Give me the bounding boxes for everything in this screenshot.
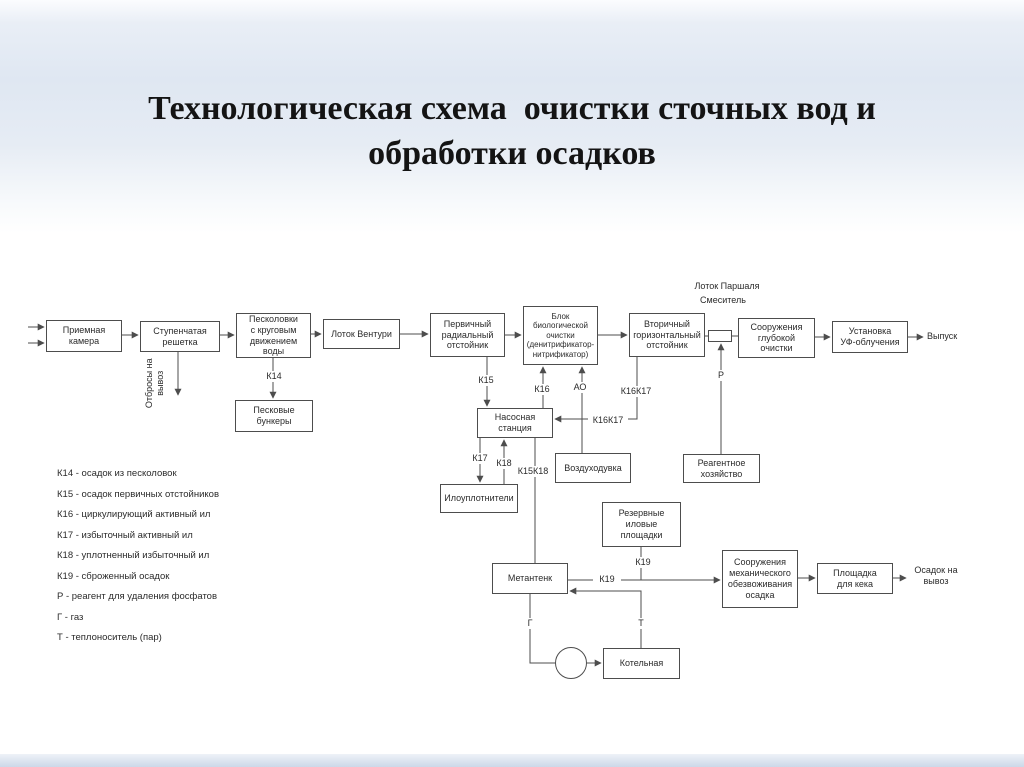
legend-item-k19: К19 - сброженный осадок bbox=[57, 570, 170, 582]
label-parshall-flume: Лоток Паршаля bbox=[694, 281, 760, 291]
page-title: Технологическая схема очистки сточных во… bbox=[0, 86, 1024, 176]
box-reagent-facility: Реагентное хозяйство bbox=[683, 454, 760, 483]
box-primary-settler: Первичный радиальный отстойник bbox=[430, 313, 505, 357]
label-screenings-removal: Отбросы на вывоз bbox=[143, 358, 165, 409]
label-ao: АО bbox=[566, 382, 594, 393]
box-sand-bunkers: Песковые бункеры bbox=[235, 400, 313, 432]
label-outlet: Выпуск bbox=[927, 331, 958, 341]
box-step-screen: Ступенчатая решетка bbox=[140, 321, 220, 352]
legend-item-k15: К15 - осадок первичных отстойников bbox=[57, 488, 220, 500]
label-t: Т bbox=[633, 618, 649, 629]
flow-heat bbox=[569, 587, 642, 648]
flow-k16k17 bbox=[554, 357, 638, 423]
box-biological-treatment: Блок биологической очистки (денитрификат… bbox=[523, 306, 598, 365]
slide-header-band bbox=[0, 0, 1024, 233]
label-k14: К14 bbox=[260, 371, 288, 382]
box-reserve-sludge-beds: Резервные иловые площадки bbox=[602, 502, 681, 547]
label-mixer: Смеситель bbox=[700, 295, 746, 305]
label-k15k18: К15К18 bbox=[511, 466, 555, 477]
label-k16k17-horizontal: К16К17 bbox=[588, 415, 628, 426]
label-g: Г bbox=[522, 618, 538, 629]
label-k19-horizontal: К19 bbox=[593, 574, 621, 585]
label-k18: К18 bbox=[490, 458, 518, 469]
label-p: Р bbox=[711, 370, 731, 381]
box-digester: Метантенк bbox=[492, 563, 568, 594]
box-pump-station: Насосная станция bbox=[477, 408, 553, 438]
box-uv-unit: Установка УФ-облучения bbox=[832, 321, 908, 353]
legend: К14 - осадок из песколовок К15 - осадок … bbox=[57, 468, 219, 653]
page-title-line1: Технологическая схема очистки сточных во… bbox=[148, 90, 876, 127]
box-venturi-flume: Лоток Вентури bbox=[323, 319, 400, 349]
box-boiler-house: Котельная bbox=[603, 648, 680, 679]
box-secondary-settler: Вторичный горизонтальный отстойник bbox=[629, 313, 705, 357]
gas-holder-icon bbox=[555, 647, 587, 679]
label-k19-vertical: К19 bbox=[629, 557, 657, 568]
box-sludge-thickeners: Илоуплотнители bbox=[440, 484, 518, 513]
box-sand-traps: Песколовки с круговым движением воды bbox=[236, 313, 311, 358]
label-k16: К16 bbox=[528, 384, 556, 395]
label-k15: К15 bbox=[472, 375, 500, 386]
legend-item-k17: К17 - избыточный активный ил bbox=[57, 529, 193, 541]
box-air-blower: Воздуходувка bbox=[555, 453, 631, 483]
legend-item-t: Т - теплоноситель (пар) bbox=[57, 632, 162, 643]
box-mixer bbox=[708, 330, 732, 342]
box-mechanical-dewatering: Сооружения механического обезвоживания о… bbox=[722, 550, 798, 608]
flow-gas bbox=[529, 594, 555, 664]
legend-item-k18: К18 - уплотненный избыточный ил bbox=[57, 550, 210, 561]
page-title-line2: обработки осадков bbox=[368, 135, 656, 173]
label-k16k17-vertical: К16К17 bbox=[616, 386, 656, 397]
legend-item-k14: К14 - осадок из песколовок bbox=[57, 468, 177, 479]
label-sludge-removal: Осадок на вывоз bbox=[914, 565, 958, 587]
legend-item-k16: К16 - циркулирующий активный ил bbox=[57, 509, 211, 520]
box-cake-site: Площадка для кека bbox=[817, 563, 893, 594]
slide-footer-band bbox=[0, 754, 1024, 767]
legend-item-g: Г - газ bbox=[57, 611, 84, 623]
legend-item-p: Р - реагент для удаления фосфатов bbox=[57, 591, 218, 602]
box-deep-treatment: Сооружения глубокой очистки bbox=[738, 318, 815, 358]
box-reception-chamber: Приемная камера bbox=[46, 320, 122, 352]
label-k17: К17 bbox=[466, 453, 494, 464]
